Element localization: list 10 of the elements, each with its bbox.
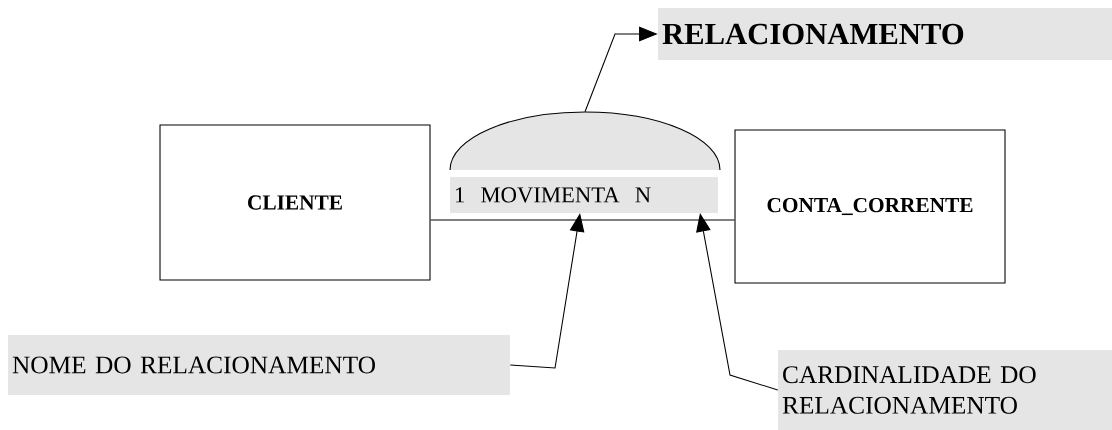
entity-box: CLIENTE [159,124,431,281]
callout-label: CARDINALIDADE DO RELACIONAMENTO [778,350,1112,430]
callout-label: RELACIONAMENTO [658,8,1112,60]
leader-arrow [696,213,779,391]
leader-arrow [509,213,585,369]
relationship-dome [449,111,721,171]
entity-box: CONTA_CORRENTE [734,129,1006,284]
callout-label: NOME DO RELACIONAMENTO [8,335,510,395]
connector-line [430,219,735,221]
relationship-label: 1 MOVIMENTA N [450,177,718,213]
